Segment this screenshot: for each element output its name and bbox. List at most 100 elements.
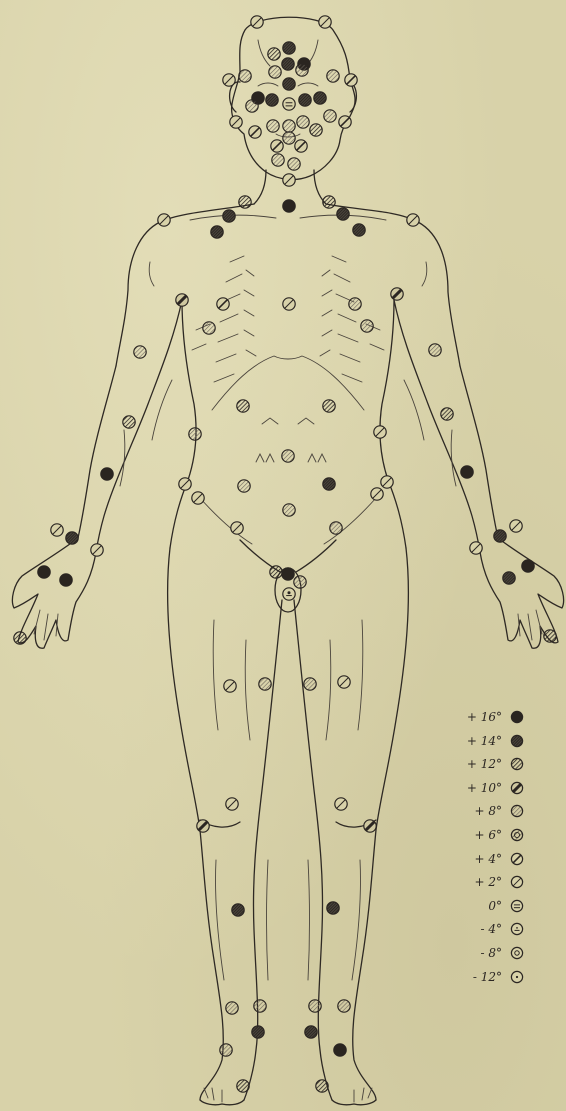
legend-swatch-icon [510, 970, 524, 984]
temperature-point [223, 210, 235, 222]
temperature-point [371, 488, 383, 500]
legend-swatch-icon [510, 852, 524, 866]
temperature-point [282, 568, 294, 580]
temperature-point [544, 630, 556, 642]
temperature-point [283, 588, 295, 600]
legend-row: + 6° [438, 826, 538, 850]
legend-label: + 6° [474, 826, 502, 844]
temperature-point [294, 576, 306, 588]
legend-swatch-icon [510, 875, 524, 889]
temperature-point [338, 676, 350, 688]
legend-row: + 2° [438, 873, 538, 897]
temperature-point [226, 1002, 238, 1014]
temperature-point [51, 524, 63, 536]
temperature-point [217, 298, 229, 310]
temperature-point [272, 154, 284, 166]
legend-label: - 12° [473, 968, 502, 986]
temperature-point [251, 16, 263, 28]
temperature-legend: + 16° + 14° [438, 708, 538, 991]
temperature-point [288, 158, 300, 170]
legend-swatch-icon [510, 899, 524, 913]
temperature-point [246, 100, 258, 112]
temperature-point [224, 680, 236, 692]
temperature-point [327, 70, 339, 82]
temperature-point [335, 798, 347, 810]
temperature-point [252, 1026, 264, 1038]
legend-swatch-icon [510, 946, 524, 960]
temperature-point [503, 572, 515, 584]
temperature-point [254, 1000, 266, 1012]
temperature-point [299, 94, 311, 106]
temperature-point [283, 504, 295, 516]
temperature-point [323, 400, 335, 412]
temperature-point [330, 522, 342, 534]
legend-swatch-icon [510, 781, 524, 795]
legend-row: + 10° [438, 779, 538, 803]
legend-row: + 4° [438, 850, 538, 874]
temperature-point [494, 530, 506, 542]
temperature-point [269, 66, 281, 78]
temperature-point [238, 480, 250, 492]
temperature-point [267, 120, 279, 132]
temperature-point [441, 408, 453, 420]
legend-label: + 12° [467, 755, 502, 773]
temperature-point [232, 904, 244, 916]
legend-label: + 14° [467, 732, 502, 750]
legend-row: + 14° [438, 732, 538, 756]
temperature-point [230, 116, 242, 128]
temperature-point [381, 476, 393, 488]
temperature-point [295, 140, 307, 152]
temperature-point [283, 200, 295, 212]
temperature-point [91, 544, 103, 556]
temperature-point [327, 902, 339, 914]
legend-label: + 10° [467, 779, 502, 797]
legend-label: - 4° [480, 920, 502, 938]
temperature-point [282, 58, 294, 70]
temperature-point [231, 522, 243, 534]
legend-row: + 16° [438, 708, 538, 732]
temperature-point [60, 574, 72, 586]
temperature-point [461, 466, 473, 478]
temperature-point [271, 140, 283, 152]
temperature-point [259, 678, 271, 690]
temperature-point [192, 492, 204, 504]
legend-row: - 12° [438, 968, 538, 992]
temperature-point [211, 226, 223, 238]
temperature-point [429, 344, 441, 356]
temperature-point [268, 48, 280, 60]
legend-row: 0° [438, 897, 538, 921]
temperature-point [220, 1044, 232, 1056]
temperature-point [270, 566, 282, 578]
temperature-point [14, 632, 26, 644]
temperature-point [319, 16, 331, 28]
temperature-point [353, 224, 365, 236]
temperature-point [283, 42, 295, 54]
temperature-point [323, 478, 335, 490]
temperature-point [123, 416, 135, 428]
temperature-point [283, 174, 295, 186]
temperature-point [510, 520, 522, 532]
legend-label: + 16° [467, 708, 502, 726]
temperature-point [310, 124, 322, 136]
temperature-point [391, 288, 403, 300]
temperature-point [283, 132, 295, 144]
temperature-point [283, 120, 295, 132]
temperature-point [239, 70, 251, 82]
temperature-point [266, 94, 278, 106]
temperature-point [309, 1000, 321, 1012]
temperature-point [296, 64, 308, 76]
legend-swatch-icon [510, 734, 524, 748]
legend-swatch-icon [510, 710, 524, 724]
temperature-point [239, 196, 251, 208]
temperature-point [101, 468, 113, 480]
temperature-point [283, 98, 295, 110]
temperature-point [334, 1044, 346, 1056]
temperature-point [324, 110, 336, 122]
temperature-point [407, 214, 419, 226]
temperature-point [361, 320, 373, 332]
temperature-point [349, 298, 361, 310]
legend-row: - 4° [438, 920, 538, 944]
temperature-point [337, 208, 349, 220]
temperature-point [226, 798, 238, 810]
